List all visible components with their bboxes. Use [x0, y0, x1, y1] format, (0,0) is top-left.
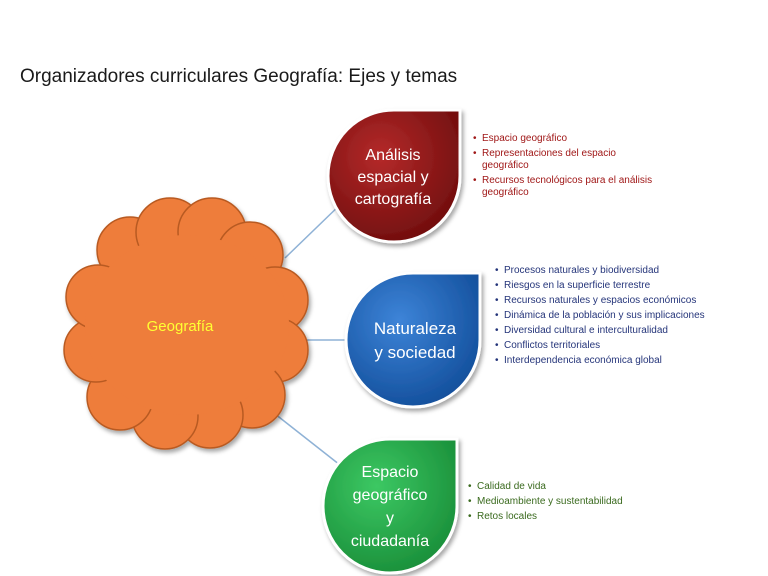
naturaleza-line-1: Naturaleza: [373, 319, 457, 338]
analisis-line-3: cartografía: [354, 191, 432, 208]
analisis-node-shape: [326, 108, 462, 244]
list-item: Calidad de vida: [468, 481, 688, 493]
list-item: Riesgos en la superficie terrestre: [495, 280, 735, 292]
list-item: Espacio geográfico: [473, 133, 663, 145]
espacio-line-2: geográfico: [352, 487, 428, 504]
espacio-line-1: Espacio: [361, 464, 419, 481]
espacio-node-shape: [321, 437, 459, 575]
analisis-node-label: Análisis espacial y cartografía: [330, 138, 456, 218]
list-item: Interdependencia económica global: [495, 355, 735, 367]
analisis-topic-list: Espacio geográfico Representaciones del …: [473, 133, 663, 202]
espacio-node-label: Espacio geográfico y ciudadanía: [325, 458, 455, 556]
naturaleza-topic-list: Procesos naturales y biodiversidad Riesg…: [495, 265, 735, 370]
connector-espacio: [269, 409, 341, 466]
list-item: Procesos naturales y biodiversidad: [495, 265, 735, 277]
naturaleza-node-shape: [344, 271, 482, 409]
list-item: Retos locales: [468, 511, 688, 523]
espacio-topic-list: Calidad de vida Medioambiente y sustenta…: [468, 481, 688, 526]
list-item: Diversidad cultural e interculturalidad: [495, 325, 735, 337]
espacio-line-4: ciudadanía: [350, 533, 430, 550]
list-item: Medioambiente y sustentabilidad: [468, 496, 688, 508]
list-item: Recursos naturales y espacios económicos: [495, 295, 735, 307]
list-item: Recursos tecnológicos para el análisis g…: [473, 175, 663, 199]
list-item: Conflictos territoriales: [495, 340, 735, 352]
espacio-line-3: y: [386, 510, 394, 527]
list-item: Dinámica de la población y sus implicaci…: [495, 310, 735, 322]
center-label: Geografía: [146, 318, 214, 335]
diagram-title: Organizadores curriculares Geografía: Ej…: [20, 66, 458, 87]
naturaleza-node-label: Naturaleza y sociedad: [350, 310, 480, 372]
analisis-line-1: Análisis: [365, 147, 421, 164]
connector-analisis: [284, 199, 346, 259]
naturaleza-line-2: y sociedad: [374, 343, 456, 362]
geografia-cloud: [63, 197, 309, 450]
analisis-line-2: espacial y: [357, 169, 429, 186]
list-item: Representaciones del espacio geográfico: [473, 148, 663, 172]
